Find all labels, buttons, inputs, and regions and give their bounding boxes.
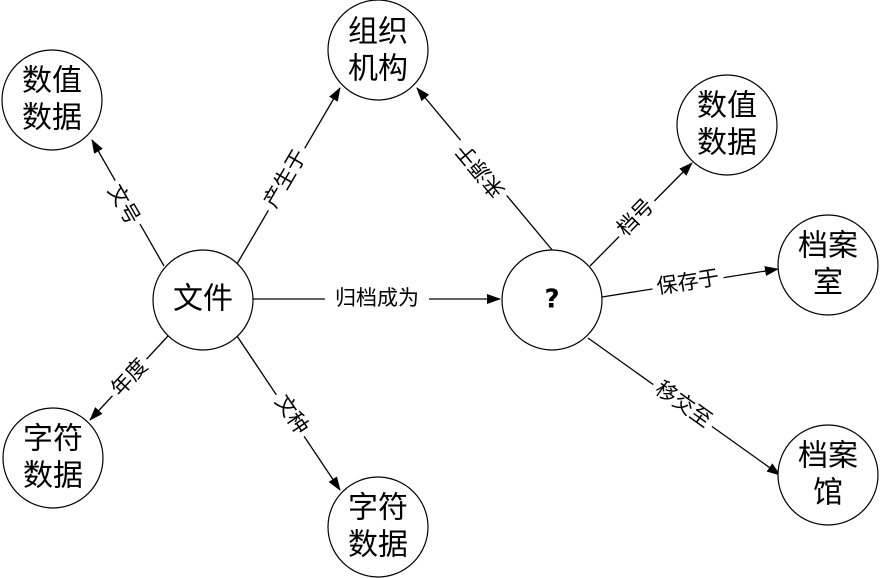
edge-file-to-char-left: 年度 [89,335,169,421]
node-archive-hall: 档案 馆 [777,424,879,526]
node-organization-line-1: 组织 [348,15,408,50]
edge-unknown-to-archive-hall: 移交至 [587,337,781,476]
node-archive-hall-line-2: 馆 [813,476,843,511]
node-numeric-data-left-line-1: 数值 [22,64,82,99]
edge-unknown-to-num-right: 档号 [589,162,693,267]
edge-file-to-char-bottom: 文种 [236,335,341,491]
node-character-data-bottom: 字符 数据 [327,476,429,578]
node-numeric-data-left-line-2: 数据 [22,101,82,136]
node-file: 文件 [152,249,254,351]
edge-label-stored-in: 保存于 [655,265,721,299]
node-archive-hall-line-1: 档案 [798,439,858,474]
node-archive-room: 档案 室 [777,214,879,316]
node-archive-room-line-2: 室 [813,266,843,301]
node-numeric-data-right-line-1: 数值 [697,89,757,124]
node-character-data-left-line-1: 字符 [23,422,83,457]
edge-label-archived-as: 归档成为 [335,286,419,310]
node-character-data-left-line-2: 数据 [23,459,83,494]
node-organization: 组织 机构 [327,0,429,101]
edge-unknown-to-org: 来源于 [416,87,554,252]
node-numeric-data-right: 数值 数据 [676,74,778,176]
node-numeric-data-left: 数值 数据 [1,49,103,151]
node-file-label: 文件 [173,282,233,317]
node-character-data-left: 字符 数据 [2,407,104,509]
edge-label-originates-from: 来源于 [451,139,510,203]
edge-file-to-org: 产生于 [236,87,341,265]
edge-file-to-num-left: 文号 [91,139,165,267]
edge-label-produced-by: 产生于 [259,145,312,212]
node-character-data-bottom-line-2: 数据 [348,528,408,563]
node-organization-line-2: 机构 [348,52,408,87]
node-archive-room-line-1: 档案 [798,229,858,264]
edge-file-to-unknown: 归档成为 [253,286,501,312]
node-unknown-label: ? [544,285,559,315]
node-character-data-bottom-line-1: 字符 [348,491,408,526]
node-unknown: ? [501,249,603,351]
node-numeric-data-right-line-2: 数据 [697,126,757,161]
edge-unknown-to-archive-room: 保存于 [601,264,779,302]
